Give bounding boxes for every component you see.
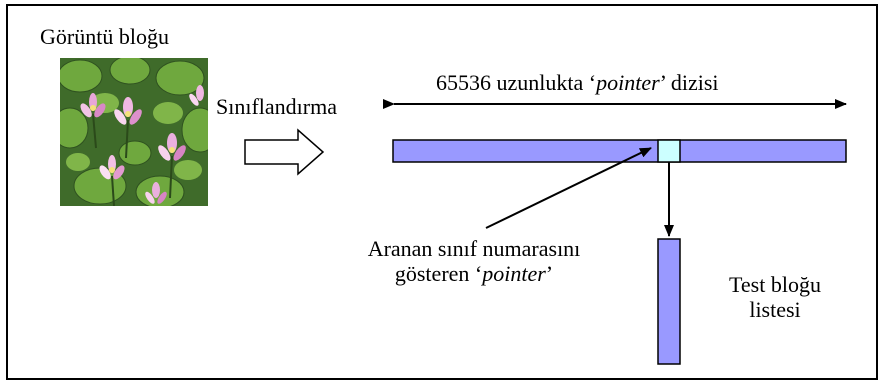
image-block-title: Görüntü bloğu (40, 24, 169, 49)
classification-label: Sınıflandırma (216, 94, 337, 119)
pointer-caption: Aranan sınıf numarasını gösteren ‘pointe… (332, 236, 616, 287)
test-block-list-line2: listesi (749, 297, 801, 323)
pointer-array-label-italic: pointer (596, 70, 660, 95)
hollow-right-arrow-icon (244, 128, 325, 176)
pointer-array-label-suffix: ’ dizisi (659, 70, 719, 95)
pointer-caption-line2-italic: pointer (482, 261, 546, 287)
pointer-array-label-prefix: 65536 uzunlukta ‘ (436, 70, 597, 95)
pointer-caption-line2-prefix: gösteren ‘ (394, 261, 483, 287)
water-lily-photo-icon (60, 58, 208, 206)
highlighted-pointer-cell (657, 139, 681, 163)
pointer-indicator-arrow (485, 147, 652, 229)
pointer-array-label: 65536 uzunlukta ‘pointer’ dizisi (436, 70, 719, 95)
pointer-array-bar (392, 139, 847, 163)
pointer-caption-line1: Aranan sınıf numarasını (367, 236, 581, 261)
test-block-list-bar (657, 238, 681, 365)
pointer-caption-line2: gösteren ‘pointer’ (332, 261, 616, 286)
test-block-list-line1: Test bloğu (729, 272, 821, 297)
test-block-list-label: Test bloğu listesi (700, 272, 850, 323)
pointer-caption-line2-suffix: ’ (545, 261, 554, 287)
